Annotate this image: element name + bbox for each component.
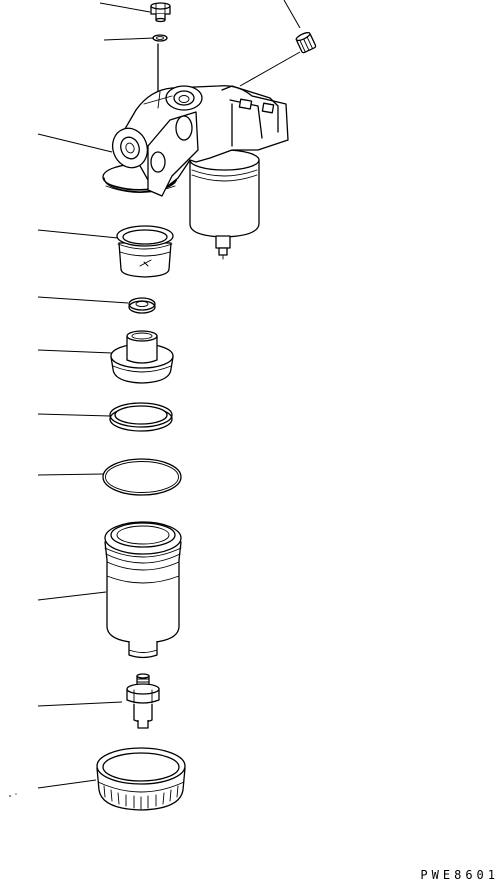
filter-cartridge-part: [104, 521, 182, 659]
leader-line-drain-valve: [37, 701, 123, 707]
plug-axis-line: [239, 51, 301, 87]
filter-head-part: [102, 85, 289, 260]
leader-line-retaining-ring: [37, 779, 97, 789]
strainer-cup-part: [116, 225, 174, 278]
flat-ring-part: [109, 402, 173, 432]
leader-line-plug: [283, 0, 301, 29]
drawing-code-label: PWE8601: [420, 868, 499, 882]
leader-line-bolt: [99, 2, 151, 13]
bolt-part: [150, 2, 171, 23]
leader-line-ring: [37, 413, 111, 417]
plug-part: [295, 31, 317, 54]
o-ring-part: [102, 458, 182, 496]
drain-valve-part: [126, 673, 160, 729]
leader-line-washer: [103, 37, 155, 41]
leader-line-adapter: [37, 349, 113, 354]
washer-part: [152, 34, 168, 42]
leader-line-filter-cartridge: [37, 591, 107, 601]
small-seal-part: [128, 297, 156, 314]
leader-line-small-seal: [37, 296, 129, 304]
stray-dot: [9, 795, 11, 797]
leader-line-filter-head: [37, 133, 113, 153]
adapter-part: [110, 330, 174, 384]
leader-line-o-ring: [37, 473, 104, 476]
leader-line-sleeve: [37, 229, 119, 239]
leader-lines: [37, 0, 301, 789]
stray-dot: [15, 793, 17, 795]
retaining-ring-part: [96, 747, 186, 811]
